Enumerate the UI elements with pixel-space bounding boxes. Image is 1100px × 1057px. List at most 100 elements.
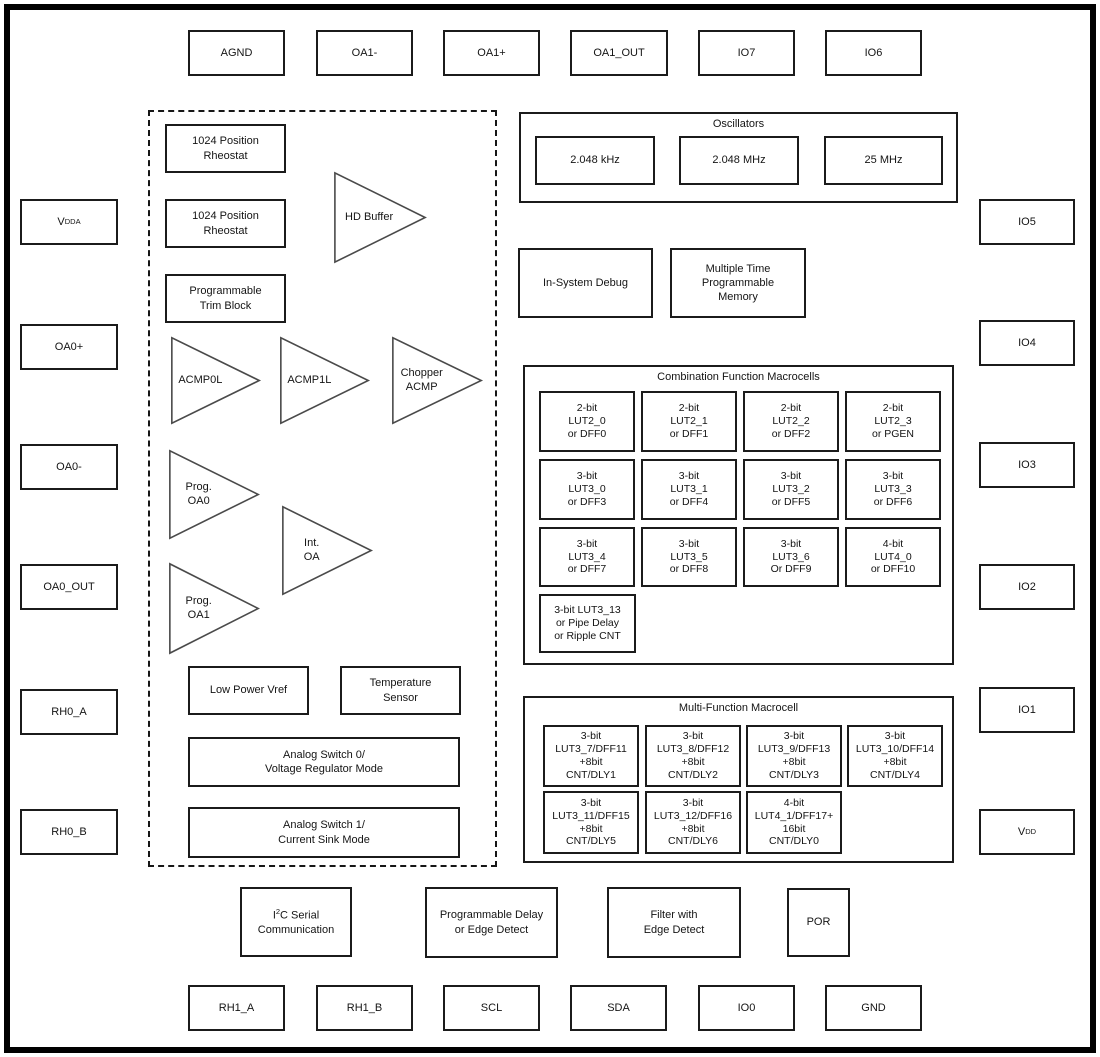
pin-gnd: GND bbox=[825, 985, 922, 1031]
triangle-shape bbox=[170, 336, 262, 425]
triangle-outline bbox=[170, 564, 258, 653]
acmp1l-label: ACMP1L bbox=[287, 373, 332, 386]
block-osc-2048khz: 2.048 kHz bbox=[535, 136, 655, 185]
macrocell-lut3-6: 3-bit LUT3_6 Or DFF9 bbox=[743, 527, 839, 587]
chopper-acmp-amp: Chopper ACMP bbox=[391, 336, 484, 425]
pin-io4: IO4 bbox=[979, 320, 1075, 366]
macrocell-lut3-9: 3-bit LUT3_9/DFF13 +8bit CNT/DLY3 bbox=[746, 725, 842, 787]
macrocell-lut3-1: 3-bit LUT3_1 or DFF4 bbox=[641, 459, 737, 520]
macrocell-lut2-3: 2-bit LUT2_3 or PGEN bbox=[845, 391, 941, 452]
pin-io3: IO3 bbox=[979, 442, 1075, 488]
i2c-label-pre: I bbox=[272, 909, 276, 922]
pin-scl: SCL bbox=[443, 985, 540, 1031]
acmp0l-amp: ACMP0L bbox=[170, 336, 262, 425]
macrocell-lut4-0: 4-bit LUT4_0 or DFF10 bbox=[845, 527, 941, 587]
pin-vdd-subscript: DD bbox=[1025, 827, 1037, 837]
macrocell-lut3-3: 3-bit LUT3_3 or DFF6 bbox=[845, 459, 941, 520]
int-oa-label: Int. OA bbox=[303, 536, 320, 563]
pin-oa0-minus: OA0- bbox=[20, 444, 118, 490]
multi-function-macrocell-title: Multi-Function Macrocell bbox=[678, 702, 799, 714]
block-low-power-vref: Low Power Vref bbox=[188, 666, 309, 715]
triangle-outline bbox=[172, 338, 259, 423]
hd-buffer-label: HD Buffer bbox=[345, 210, 394, 223]
macrocell-lut2-2: 2-bit LUT2_2 or DFF2 bbox=[743, 391, 839, 452]
prog-oa1-amp: Prog. OA1 bbox=[168, 562, 261, 655]
multi-function-macrocell-section: Multi-Function Macrocell 3-bit LUT3_7/DF… bbox=[523, 696, 954, 863]
macrocell-lut3-12: 3-bit LUT3_12/DFF16 +8bit CNT/DLY6 bbox=[645, 791, 741, 854]
pin-io2: IO2 bbox=[979, 564, 1075, 610]
macrocell-lut3-0: 3-bit LUT3_0 or DFF3 bbox=[539, 459, 635, 520]
pin-rh1-a: RH1_A bbox=[188, 985, 285, 1031]
macrocell-lut2-0: 2-bit LUT2_0 or DFF0 bbox=[539, 391, 635, 452]
block-analog-switch-0: Analog Switch 0/ Voltage Regulator Mode bbox=[188, 737, 460, 787]
block-filter-edge-detect: Filter with Edge Detect bbox=[607, 887, 741, 958]
block-i2c-serial: I2C Serial Communication bbox=[240, 887, 352, 957]
block-osc-2048mhz: 2.048 MHz bbox=[679, 136, 799, 185]
block-programmable-trim: Programmable Trim Block bbox=[165, 274, 286, 323]
triangle-outline bbox=[283, 507, 371, 594]
diagram-border bbox=[4, 4, 1096, 1053]
pin-vdda-subscript: DDA bbox=[64, 217, 81, 227]
macrocell-lut3-5: 3-bit LUT3_5 or DFF8 bbox=[641, 527, 737, 587]
prog-oa0-amp: Prog. OA0 bbox=[168, 449, 261, 540]
triangle-shape bbox=[391, 336, 484, 425]
pin-oa1-plus: OA1+ bbox=[443, 30, 540, 76]
macrocell-lut3-10: 3-bit LUT3_10/DFF14 +8bit CNT/DLY4 bbox=[847, 725, 943, 787]
macrocell-lut3-8: 3-bit LUT3_8/DFF12 +8bit CNT/DLY2 bbox=[645, 725, 741, 787]
pin-io0: IO0 bbox=[698, 985, 795, 1031]
oscillators-title: Oscillators bbox=[712, 118, 765, 130]
chopper-acmp-label: Chopper ACMP bbox=[400, 366, 443, 393]
combination-macrocells-section: Combination Function Macrocells 2-bit LU… bbox=[523, 365, 954, 665]
pin-io5: IO5 bbox=[979, 199, 1075, 245]
pin-vdda-label: V bbox=[57, 215, 65, 228]
pin-rh0-b: RH0_B bbox=[20, 809, 118, 855]
hd-buffer-amp: HD Buffer bbox=[333, 171, 428, 264]
triangle-shape bbox=[281, 505, 374, 596]
block-osc-25mhz: 25 MHz bbox=[824, 136, 943, 185]
pin-vdd-label: V bbox=[1017, 825, 1026, 838]
triangle-shape bbox=[168, 449, 261, 540]
acmp1l-amp: ACMP1L bbox=[279, 336, 371, 425]
block-programmable-delay: Programmable Delay or Edge Detect bbox=[425, 887, 558, 958]
pin-rh1-b: RH1_B bbox=[316, 985, 413, 1031]
block-mtp-memory: Multiple Time Programmable Memory bbox=[670, 248, 806, 318]
triangle-shape bbox=[279, 336, 371, 425]
macrocell-lut3-11: 3-bit LUT3_11/DFF15 +8bit CNT/DLY5 bbox=[543, 791, 639, 854]
i2c-label-post: C Serial Communication bbox=[257, 909, 335, 936]
analog-blocks-region bbox=[148, 110, 497, 867]
int-oa-amp: Int. OA bbox=[281, 505, 374, 596]
pin-oa0-out: OA0_OUT bbox=[20, 564, 118, 610]
triangle-outline bbox=[281, 338, 368, 423]
pin-oa1-minus: OA1- bbox=[316, 30, 413, 76]
macrocell-lut2-1: 2-bit LUT2_1 or DFF1 bbox=[641, 391, 737, 452]
prog-oa0-label: Prog. OA0 bbox=[185, 480, 212, 507]
block-por: POR bbox=[787, 888, 850, 957]
pin-io7: IO7 bbox=[698, 30, 795, 76]
block-rheostat-0: 1024 Position Rheostat bbox=[165, 124, 286, 173]
triangle-shape bbox=[333, 171, 428, 264]
block-rheostat-1: 1024 Position Rheostat bbox=[165, 199, 286, 248]
prog-oa1-label: Prog. OA1 bbox=[185, 594, 212, 621]
pin-io1: IO1 bbox=[979, 687, 1075, 733]
pin-sda: SDA bbox=[570, 985, 667, 1031]
acmp0l-label: ACMP0L bbox=[178, 373, 223, 386]
triangle-outline bbox=[393, 338, 481, 423]
pin-agnd: AGND bbox=[188, 30, 285, 76]
triangle-shape bbox=[168, 562, 261, 655]
macrocell-lut4-1: 4-bit LUT4_1/DFF17+ 16bit CNT/DLY0 bbox=[746, 791, 842, 854]
pin-oa0-plus: OA0+ bbox=[20, 324, 118, 370]
pin-io6: IO6 bbox=[825, 30, 922, 76]
combination-macrocells-title: Combination Function Macrocells bbox=[657, 371, 820, 383]
macrocell-lut3-7: 3-bit LUT3_7/DFF11 +8bit CNT/DLY1 bbox=[543, 725, 639, 787]
oscillators-section: Oscillators 2.048 kHz 2.048 MHz 25 MHz bbox=[519, 112, 958, 203]
macrocell-lut3-2: 3-bit LUT3_2 or DFF5 bbox=[743, 459, 839, 520]
triangle-outline bbox=[170, 451, 258, 538]
triangle-outline bbox=[335, 173, 425, 262]
block-analog-switch-1: Analog Switch 1/ Current Sink Mode bbox=[188, 807, 460, 858]
macrocell-lut3-4: 3-bit LUT3_4 or DFF7 bbox=[539, 527, 635, 587]
i2c-label: I2C Serial Communication bbox=[258, 907, 334, 937]
pin-rh0-a: RH0_A bbox=[20, 689, 118, 735]
